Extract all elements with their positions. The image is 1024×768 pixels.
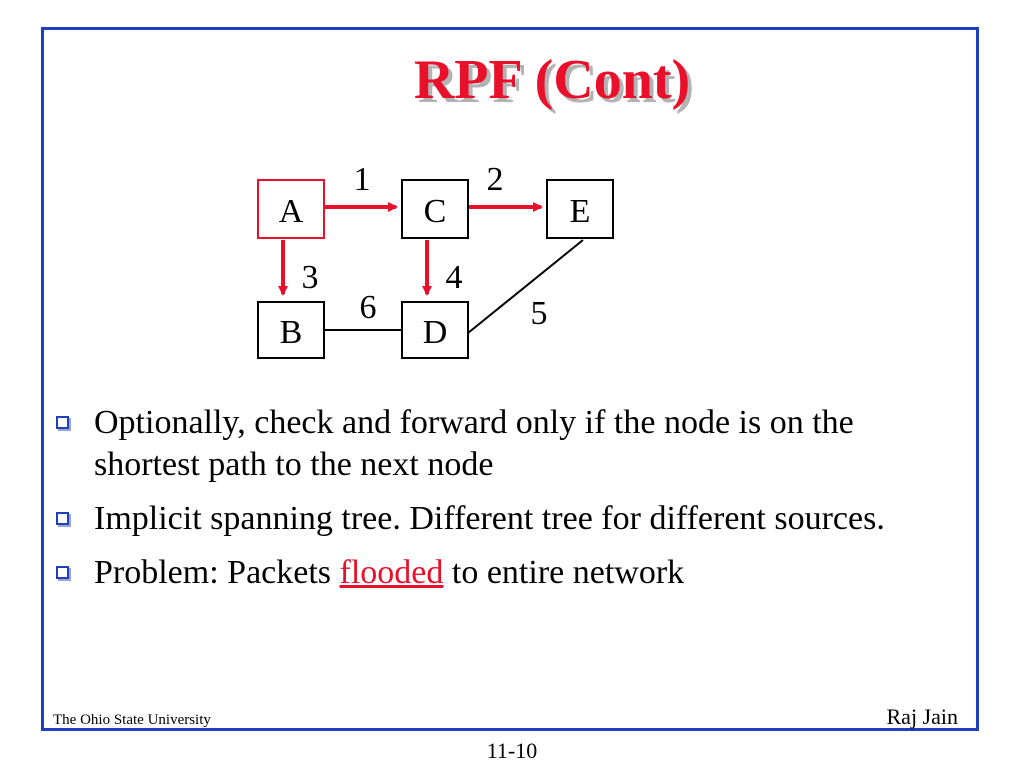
footer-author: Raj Jain (886, 704, 959, 729)
page-number: 11-10 (486, 738, 538, 763)
slide-title: RPF (Cont) (413, 49, 691, 111)
bullet-text: Implicit spanning tree. Different tree f… (94, 500, 885, 537)
node-d: D (401, 301, 469, 359)
node-e: E (546, 179, 614, 239)
bullet-item: Implicit spanning tree. Different tree f… (56, 498, 956, 540)
node-d-label: D (423, 314, 448, 351)
slide-frame (41, 27, 979, 731)
bullet-text-after: to entire network (443, 554, 685, 591)
bullet-item: Optionally, check and forward only if th… (56, 402, 956, 486)
node-e-label: E (570, 193, 591, 230)
link-d-e (467, 239, 584, 334)
footer-institution: The Ohio State University (53, 712, 211, 728)
node-b: B (257, 301, 325, 359)
slide-title-shadow: RPF (Cont) (417, 53, 695, 115)
bullet-item: Problem: Packets flooded to entire netwo… (56, 552, 956, 594)
edge-label-c-e: 2 (487, 161, 504, 198)
bullet-list: Optionally, check and forward only if th… (56, 402, 956, 606)
bullet-square-icon (56, 416, 69, 429)
flooded-link[interactable]: flooded (339, 554, 444, 591)
bullet-text-before: Problem: Packets (94, 554, 340, 591)
bullet-text: Optionally, check and forward only if th… (94, 404, 854, 483)
node-a: A (257, 179, 325, 239)
rpf-network-diagram: A C E B D 1 2 3 4 5 6 (257, 161, 614, 359)
edge-label-a-b: 3 (302, 259, 319, 296)
node-c-label: C (424, 193, 447, 230)
node-c: C (401, 179, 469, 239)
edge-label-b-d: 6 (360, 289, 377, 326)
node-b-label: B (280, 314, 303, 351)
bullet-square-icon (56, 512, 69, 525)
edge-label-d-e: 5 (531, 295, 548, 332)
edge-label-c-d: 4 (446, 259, 463, 296)
bullet-square-icon (56, 566, 69, 579)
edge-label-a-c: 1 (354, 161, 371, 198)
node-a-label: A (279, 193, 304, 230)
